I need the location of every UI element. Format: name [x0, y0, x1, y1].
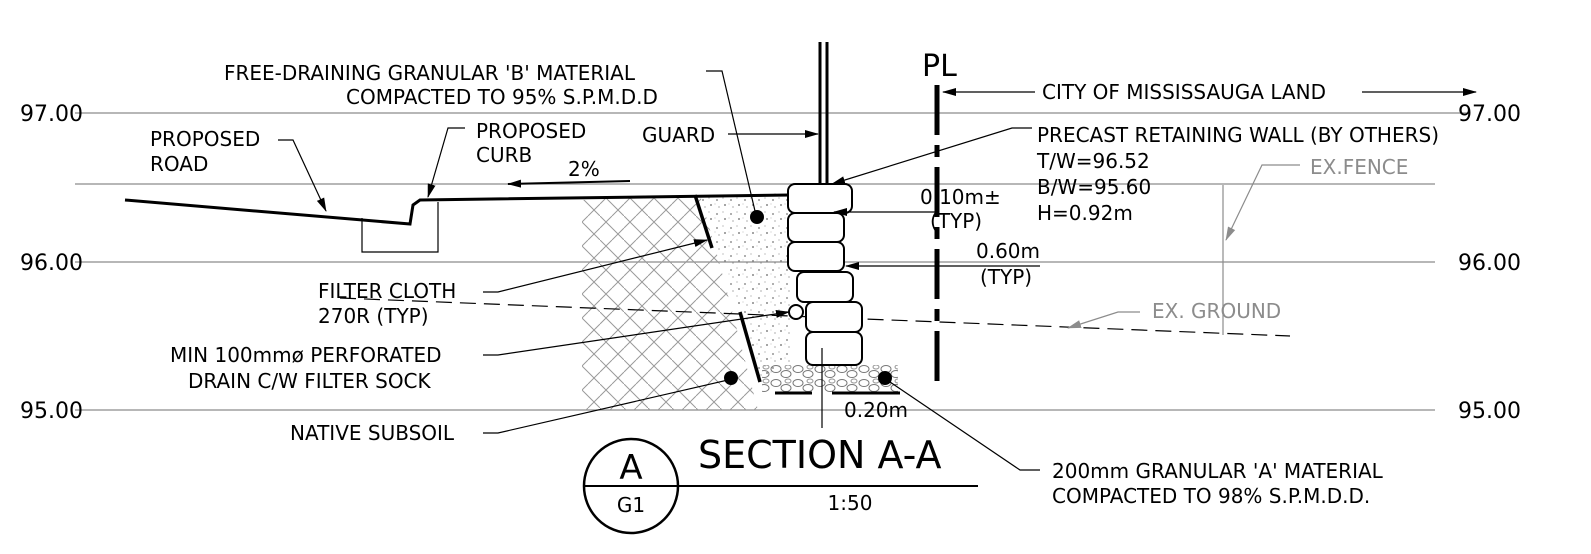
granular-a-base [762, 365, 898, 392]
label-drain-1: MIN 100mmø PERFORATED [170, 343, 442, 367]
callout-dot [878, 371, 892, 385]
leader-proposed-road [278, 139, 327, 212]
section-letter: A [619, 448, 642, 488]
elev-95-right: 95.00 [1458, 399, 1521, 424]
wall-block [787, 241, 845, 272]
existing-ground-line [339, 297, 1291, 337]
label-bw: B/W=95.60 [1037, 175, 1151, 199]
label-free-draining-2: COMPACTED TO 95% S.P.M.D.D [346, 85, 658, 109]
label-filter-cloth-1: FILTER CLOTH [318, 279, 456, 303]
sheet-number: G1 [617, 493, 645, 517]
callout-dot [750, 210, 764, 224]
leader-ex-fence [1225, 164, 1300, 241]
label-dim-060: 0.60m [976, 239, 1040, 263]
wall-block [796, 271, 854, 303]
label-free-draining-1: FREE-DRAINING GRANULAR 'B' MATERIAL [224, 61, 636, 85]
granular-b-fill [700, 193, 790, 378]
leader-proposed-curb [427, 127, 465, 198]
label-granular-a-2: COMPACTED TO 98% S.P.M.D.D. [1052, 484, 1370, 508]
leader-granular-a [889, 381, 1040, 471]
slope-arrow [507, 179, 631, 188]
label-proposed-road-2: ROAD [150, 152, 208, 176]
proposed-road-surface [124, 193, 791, 226]
elev-97-right: 97.00 [1458, 102, 1521, 127]
leader-precast-wall [831, 127, 1032, 185]
leader-drain [483, 309, 790, 356]
wall-block [805, 331, 863, 366]
precast-retaining-wall [787, 183, 863, 366]
leader-filter-cloth [483, 239, 708, 293]
label-typ-1: (TYP) [930, 209, 982, 233]
leader-ex-ground [1067, 311, 1140, 329]
label-dim-010: 0.10m± [920, 185, 1001, 209]
label-tw: T/W=96.52 [1036, 149, 1150, 173]
elev-96-left: 96.00 [20, 251, 83, 276]
label-city-land: CITY OF MISSISSAUGA LAND [1042, 80, 1326, 104]
section-title: SECTION A-A [698, 433, 942, 477]
label-guard: GUARD [642, 123, 715, 147]
filter-cloth-line [693, 194, 714, 249]
wall-block [787, 212, 845, 243]
filter-cloth-line-lower [738, 311, 762, 383]
label-proposed-curb-2: CURB [476, 143, 532, 167]
label-precast-wall: PRECAST RETAINING WALL (BY OTHERS) [1037, 123, 1439, 147]
elev-97-left: 97.00 [20, 102, 83, 127]
perforated-drain [788, 304, 804, 320]
label-drain-2: DRAIN C/W FILTER SOCK [188, 369, 432, 393]
wall-block [805, 301, 863, 333]
callout-dot [724, 371, 738, 385]
elev-96-right: 96.00 [1458, 251, 1521, 276]
leader-native-subsoil [483, 379, 729, 434]
label-dim-020: 0.20m [844, 398, 908, 422]
label-ex-ground: EX. GROUND [1152, 299, 1281, 323]
wall-block [787, 183, 853, 214]
label-h: H=0.92m [1037, 201, 1133, 225]
curb-footing [361, 202, 439, 253]
label-typ-2: (TYP) [980, 265, 1032, 289]
property-line-symbol: PL [922, 49, 957, 84]
elev-95-left: 95.00 [20, 399, 83, 424]
native-subsoil-hatch [582, 195, 758, 410]
label-filter-cloth-2: 270R (TYP) [318, 304, 429, 328]
section-scale: 1:50 [828, 491, 873, 515]
section-title-block: A G1 SECTION A-A 1:50 [582, 433, 978, 535]
label-slope: 2% [568, 157, 600, 181]
label-proposed-curb-1: PROPOSED [476, 119, 586, 143]
label-native-subsoil: NATIVE SUBSOIL [290, 421, 455, 445]
label-granular-a-1: 200mm GRANULAR 'A' MATERIAL [1052, 459, 1384, 483]
label-proposed-road-1: PROPOSED [150, 127, 260, 151]
leader-free-draining [706, 70, 756, 212]
label-ex-fence: EX.FENCE [1310, 155, 1408, 179]
